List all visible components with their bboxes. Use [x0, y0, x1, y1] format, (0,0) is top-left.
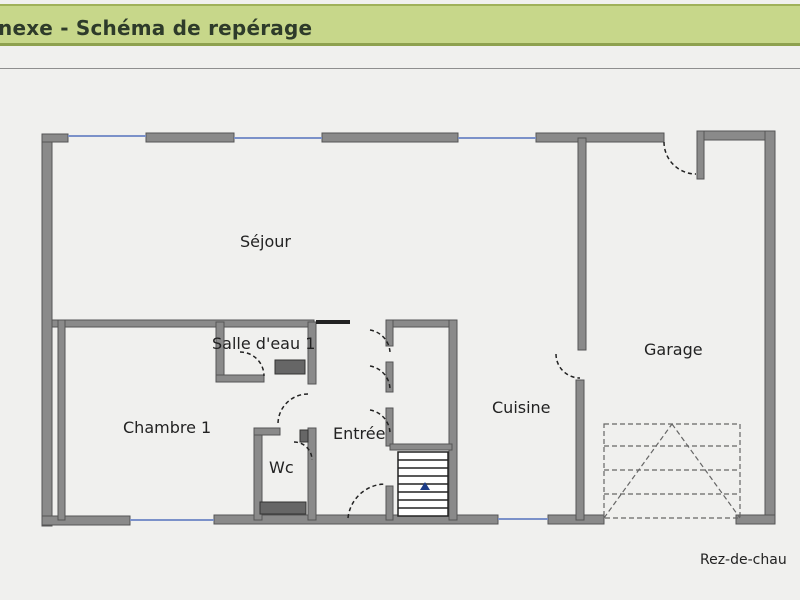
entree-jamb — [385, 485, 394, 521]
wall-right — [764, 130, 776, 525]
wc-sink — [299, 429, 309, 443]
wall-sde-east — [307, 321, 317, 385]
header-divider — [0, 68, 800, 69]
page-title: nexe - Schéma de repérage — [0, 16, 313, 40]
sde-door-swing — [239, 351, 265, 377]
closet-div-2 — [385, 361, 394, 393]
garage-door-symbol — [603, 423, 741, 519]
cuisine-door-swing — [555, 353, 581, 379]
wall-bottom-1 — [41, 515, 131, 526]
room-label-salle-eau: Salle d'eau 1 — [212, 334, 316, 353]
room-label-wc: Wc — [269, 458, 294, 477]
staircase — [397, 451, 449, 517]
wall-left — [41, 133, 53, 527]
windows — [68, 135, 548, 521]
level-label: Rez-de-chau — [700, 552, 787, 568]
garage-door-jamb — [696, 130, 705, 180]
wall-sejour-south — [51, 319, 315, 328]
room-label-chambre: Chambre 1 — [123, 418, 212, 437]
closet-swing-2 — [369, 365, 391, 391]
chambre-door-swing — [277, 393, 309, 425]
wall-sde-south — [215, 374, 265, 383]
wall-cuisine-garage-lower — [575, 379, 585, 521]
wall-top-1 — [41, 133, 69, 143]
wall-closet-east — [448, 319, 458, 521]
closet-div-1 — [385, 319, 394, 347]
wall-top-3 — [321, 132, 459, 143]
wall-top-2 — [145, 132, 235, 143]
header-bar: nexe - Schéma de repérage — [0, 4, 800, 46]
sliding-door — [316, 320, 350, 324]
wall-top-4 — [535, 132, 665, 143]
wall-top-5 — [696, 130, 776, 141]
wc-tank — [259, 501, 307, 515]
wc-door-swing — [293, 441, 313, 461]
interior-walls — [51, 137, 587, 521]
door-swings — [239, 141, 697, 519]
closet-div-3 — [385, 407, 394, 447]
closet-swing-1 — [369, 329, 391, 353]
wall-wc-north — [253, 427, 281, 436]
room-label-entree: Entrée — [333, 424, 386, 443]
closet-swing-3 — [369, 409, 391, 435]
room-label-sejour: Séjour — [240, 232, 291, 251]
wall-wc-east — [307, 427, 317, 521]
entry-door-swing — [347, 483, 387, 519]
room-label-garage: Garage — [644, 340, 703, 359]
wall-chambre-west — [57, 319, 66, 521]
wall-closet-north — [385, 319, 457, 328]
wall-bottom-4 — [735, 514, 776, 525]
room-label-cuisine: Cuisine — [492, 398, 551, 417]
wall-cuisine-garage-upper — [577, 137, 587, 351]
garage-door-swing — [663, 141, 697, 175]
shower-tray — [274, 359, 306, 375]
stair-wall — [389, 443, 453, 451]
fixtures — [259, 359, 309, 515]
